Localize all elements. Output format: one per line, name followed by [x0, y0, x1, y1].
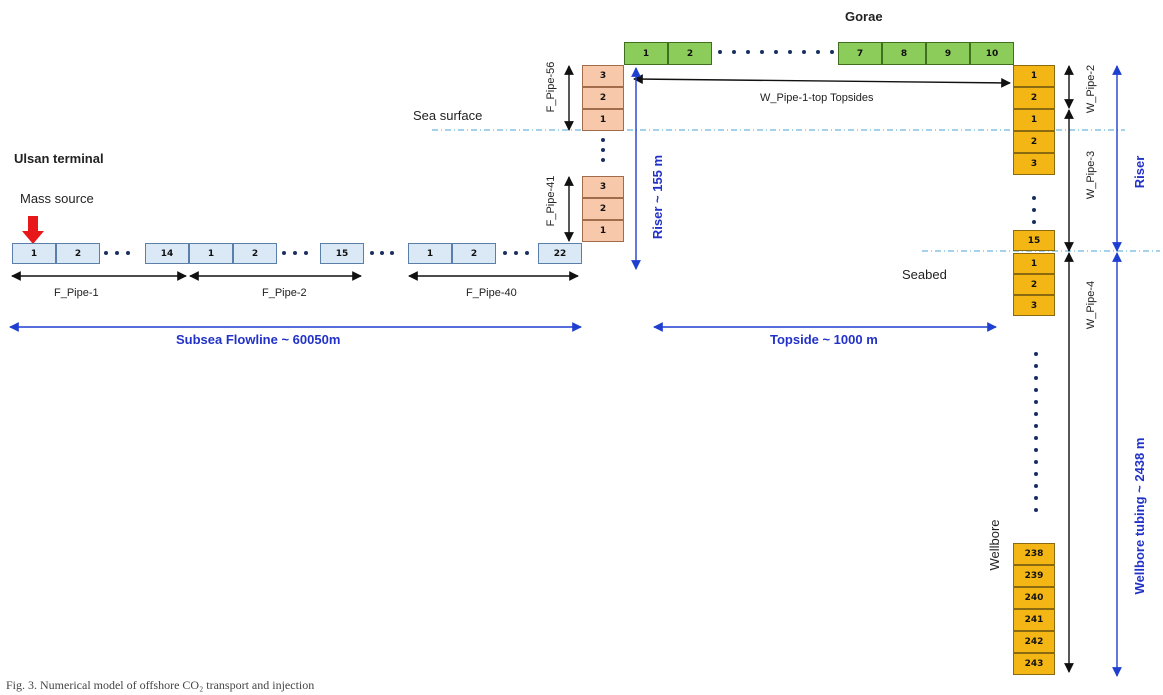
well-cell: 3 [1013, 153, 1055, 175]
f-pipe-1-label: F_Pipe-1 [54, 287, 99, 299]
riser-cell: 2 [582, 198, 624, 220]
wellbore-cell: 241 [1013, 609, 1055, 631]
w-pipe-4-label: W_Pipe-4 [1085, 280, 1097, 330]
flowline-cell: 14 [145, 243, 189, 264]
f-pipe-56-label: F_Pipe-56 [545, 61, 557, 113]
mass-source-arrow-icon [22, 216, 44, 244]
riser-cell: 1 [582, 109, 624, 131]
wellbore-cell: 238 [1013, 543, 1055, 565]
flowline-cell: 1 [408, 243, 452, 264]
wellbore-cell: 240 [1013, 587, 1055, 609]
wellbore-label: Wellbore [987, 519, 1002, 571]
riser-cell: 3 [582, 176, 624, 198]
figure-caption: Fig. 3. Numerical model of offshore CO₂ … [6, 678, 315, 692]
well-cell: 1 [1013, 109, 1055, 131]
f-pipe-40-label: F_Pipe-40 [466, 287, 517, 299]
well-cell: 2 [1013, 274, 1055, 295]
riser-cell: 1 [582, 220, 624, 242]
riser-cell: 3 [582, 65, 624, 87]
f-pipe-2-label: F_Pipe-2 [262, 287, 307, 299]
flowline-cell: 15 [320, 243, 364, 264]
wellbore-cell: 239 [1013, 565, 1055, 587]
flowline-cell: 2 [452, 243, 496, 264]
well-cell: 2 [1013, 87, 1055, 109]
flowline-cell: 2 [233, 243, 277, 264]
flowline-cell: 22 [538, 243, 582, 264]
topside-cell: 2 [668, 42, 712, 65]
well-cell: 1 [1013, 253, 1055, 274]
riser-label: Riser [1132, 155, 1147, 189]
seabed-label: Seabed [902, 267, 947, 282]
ellipsis-dots [104, 50, 1038, 512]
topside-cell: 9 [926, 42, 970, 65]
well-cell: 3 [1013, 295, 1055, 316]
w-pipe-2-label: W_Pipe-2 [1085, 64, 1097, 114]
riser-155-label: Riser ~ 155 m [650, 154, 665, 240]
w-pipe-1-top-label: W_Pipe-1-top Topsides [760, 92, 874, 104]
topside-cell: 1 [624, 42, 668, 65]
flowline-cell: 1 [189, 243, 233, 264]
riser-cell: 2 [582, 87, 624, 109]
gorae-label: Gorae [845, 9, 883, 24]
wellbore-cell: 242 [1013, 631, 1055, 653]
subsea-flowline-label: Subsea Flowline ~ 60050m [176, 332, 341, 347]
wellbore-tubing-label: Wellbore tubing ~ 2438 m [1132, 437, 1147, 595]
topside-cell: 8 [882, 42, 926, 65]
w-pipe-3-label: W_Pipe-3 [1085, 150, 1097, 200]
well-cell: 2 [1013, 131, 1055, 153]
ulsan-terminal-label: Ulsan terminal [14, 151, 104, 166]
topside-cell: 7 [838, 42, 882, 65]
f-pipe-41-label: F_Pipe-41 [545, 175, 557, 227]
well-cell: 1 [1013, 65, 1055, 87]
mass-source-label: Mass source [20, 191, 94, 206]
topside-label: Topside ~ 1000 m [770, 332, 878, 347]
flowline-cell: 2 [56, 243, 100, 264]
wellbore-cell: 243 [1013, 653, 1055, 675]
sea-surface-label: Sea surface [413, 108, 483, 123]
flowline-cell: 1 [12, 243, 56, 264]
well-cell: 15 [1013, 230, 1055, 251]
w-pipe-1-top-arrow [633, 74, 1011, 88]
topside-cell: 10 [970, 42, 1014, 65]
